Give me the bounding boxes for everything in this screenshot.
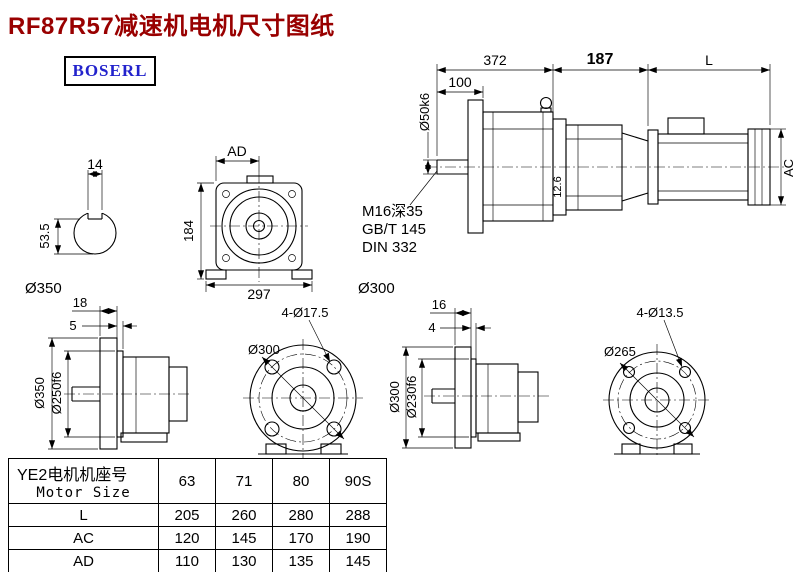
label-flange-d350: Ø350 bbox=[25, 280, 62, 297]
note-standard-gbt: GB/T 145 bbox=[362, 221, 426, 238]
dim-spigot-d230: Ø230f6 bbox=[404, 376, 419, 419]
table-row-ad: AD 110 130 135 145 bbox=[8, 549, 387, 572]
dim-shaft-length: 100 bbox=[448, 74, 472, 90]
dim-motor-length: L bbox=[705, 52, 713, 68]
table-cell: 135 bbox=[272, 549, 330, 572]
dim-key-height: 53.5 bbox=[37, 223, 52, 248]
brand-logo-text: BOSERL bbox=[72, 61, 148, 80]
eyebolt-icon bbox=[539, 96, 553, 113]
size-column-header-63: 63 bbox=[158, 458, 216, 504]
dim-height-184: 184 bbox=[181, 220, 196, 242]
dim-motor-diameter: AC bbox=[781, 159, 796, 177]
row-label-l: L bbox=[8, 503, 159, 527]
table-cell: 190 bbox=[329, 526, 387, 550]
table-cell: 288 bbox=[329, 503, 387, 527]
table-cell: 130 bbox=[215, 549, 273, 572]
table-cell: 260 bbox=[215, 503, 273, 527]
table-cell: 170 bbox=[272, 526, 330, 550]
motor-dimension-table: YE2电机机座号 Motor Size 63 71 80 90S L 205 2… bbox=[8, 458, 387, 572]
dim-total-length: 372 bbox=[483, 52, 507, 68]
flange-b14-side-view: 16 4 Ø300 Ø230f6 bbox=[387, 297, 552, 449]
dim-flange-thickness-16: 16 bbox=[432, 297, 446, 312]
motor-size-header-en: Motor Size bbox=[36, 485, 131, 501]
dim-flange-od-350: Ø350 bbox=[32, 377, 47, 409]
label-flange-d300: Ø300 bbox=[358, 280, 395, 297]
dim-bolt-circle-265: Ø265 bbox=[604, 344, 636, 359]
table-header-row: YE2电机机座号 Motor Size 63 71 80 90S bbox=[8, 458, 387, 504]
dim-bolt-circle-300: Ø300 bbox=[248, 342, 280, 357]
table-cell: 145 bbox=[329, 549, 387, 572]
dim-flange-od-300: Ø300 bbox=[387, 381, 402, 413]
row-label-ac: AC bbox=[8, 526, 159, 550]
motor-size-header-cn: YE2电机机座号 bbox=[17, 467, 128, 484]
table-row-ac: AC 120 145 170 190 bbox=[8, 526, 387, 550]
table-cell: 205 bbox=[158, 503, 216, 527]
note-tap-hole: M16深35 bbox=[362, 203, 423, 220]
shaft-end-notes: M16深35 GB/T 145 DIN 332 bbox=[362, 170, 438, 256]
motor-size-header-cell: YE2电机机座号 Motor Size bbox=[8, 458, 159, 504]
size-column-header-90s: 90S bbox=[329, 458, 387, 504]
brand-logo: BOSERL bbox=[64, 56, 156, 86]
flange-b14-front-view: Ø265 4-Ø13.5 bbox=[603, 305, 711, 458]
dim-bolt-holes-13-5: 4-Ø13.5 bbox=[637, 305, 684, 320]
table-cell: 110 bbox=[158, 549, 216, 572]
dim-ad: AD bbox=[227, 143, 246, 159]
dim-key-width: 14 bbox=[87, 156, 103, 172]
assembly-side-view: 372 187 L 100 Ø50k6 AC 12.6 M16深35 GB/T … bbox=[362, 51, 796, 256]
dim-spigot-depth-5: 5 bbox=[69, 318, 76, 333]
table-cell: 145 bbox=[215, 526, 273, 550]
table-cell: 120 bbox=[158, 526, 216, 550]
size-column-header-71: 71 bbox=[215, 458, 273, 504]
flange-b5-side-view: 18 5 Ø350 Ø250f6 bbox=[32, 295, 192, 450]
dim-step: 12.6 bbox=[552, 176, 564, 197]
table-cell: 280 bbox=[272, 503, 330, 527]
dim-width-297: 297 bbox=[247, 286, 271, 302]
dim-bolt-holes-17-5: 4-Ø17.5 bbox=[282, 305, 329, 320]
table-row-l: L 205 260 280 288 bbox=[8, 503, 387, 527]
row-label-ad: AD bbox=[8, 549, 159, 572]
size-column-header-80: 80 bbox=[272, 458, 330, 504]
shaft-section-view: 14 53.5 bbox=[37, 156, 117, 255]
gearbox-front-view: AD 184 297 bbox=[181, 143, 313, 302]
note-standard-din: DIN 332 bbox=[362, 239, 417, 256]
dim-adapter-length: 187 bbox=[587, 51, 614, 68]
flange-b5-front-view: Ø300 4-Ø17.5 bbox=[243, 305, 363, 459]
dim-spigot-d250: Ø250f6 bbox=[49, 372, 64, 415]
dim-spigot-depth-4: 4 bbox=[428, 320, 435, 335]
page-title: RF87R57减速机电机尺寸图纸 bbox=[8, 13, 335, 40]
dim-flange-thickness-18: 18 bbox=[73, 295, 87, 310]
dim-shaft-diameter: Ø50k6 bbox=[417, 93, 432, 131]
